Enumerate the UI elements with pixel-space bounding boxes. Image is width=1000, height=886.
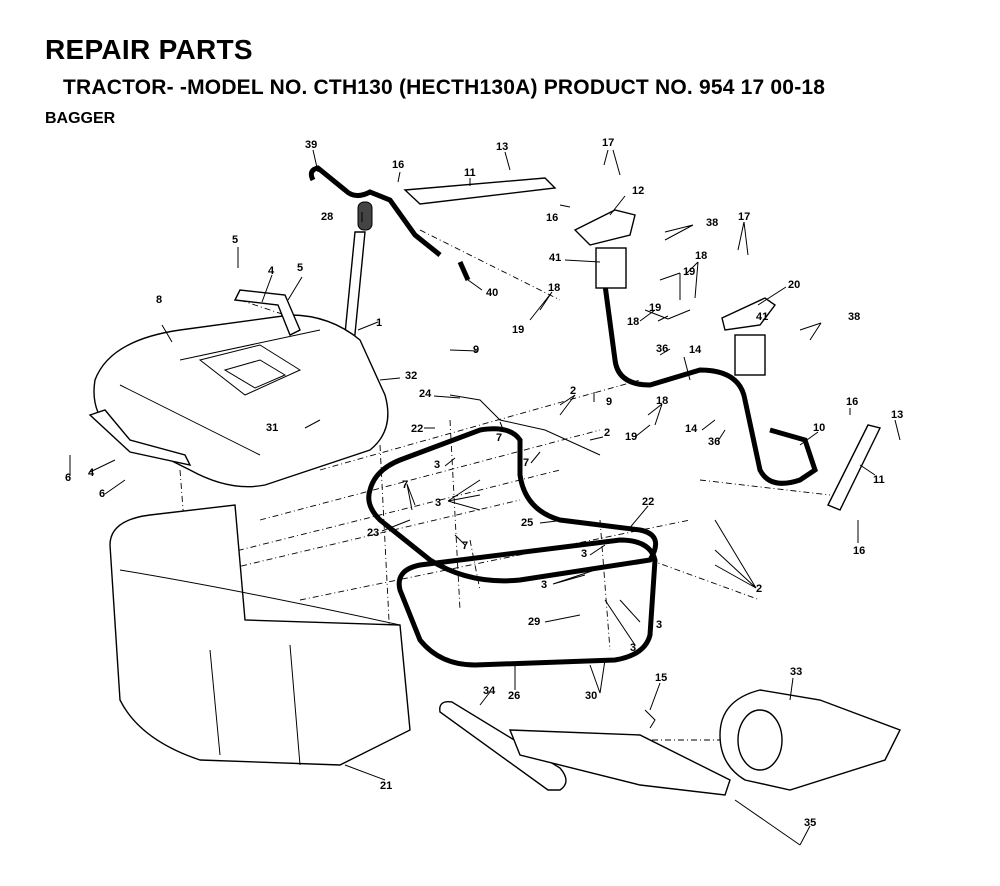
callout-13: 13 (496, 141, 508, 153)
callout-16: 16 (846, 396, 858, 408)
rod-39 (308, 165, 471, 282)
callout-16: 16 (853, 545, 865, 557)
callout-20: 20 (788, 279, 800, 291)
frame-23 (366, 426, 659, 584)
callout-23: 23 (367, 527, 379, 539)
callout-5: 5 (297, 262, 303, 274)
callout-16: 16 (392, 159, 404, 171)
bracket-10 (602, 284, 818, 486)
callout-24: 24 (419, 388, 432, 400)
callout-6: 6 (65, 472, 71, 484)
callout-31: 31 (266, 422, 278, 434)
callout-22: 22 (642, 496, 654, 508)
callout-29: 29 (528, 616, 540, 628)
callout-38: 38 (848, 311, 860, 323)
callout-26: 26 (508, 690, 520, 702)
callout-11: 11 (464, 167, 476, 179)
page-title: REPAIR PARTS (45, 34, 253, 65)
plate-12 (573, 209, 636, 246)
callout-3: 3 (581, 548, 587, 560)
callout-18: 18 (695, 250, 707, 262)
callout-7: 7 (462, 540, 468, 552)
callout-16: 16 (546, 212, 558, 224)
callout-11: 11 (873, 474, 885, 486)
callout-30: 30 (585, 690, 597, 702)
chute-tube (508, 729, 731, 796)
callout-35: 35 (804, 817, 816, 829)
callout-7: 7 (496, 432, 502, 444)
bag-21 (109, 504, 411, 766)
callout-36: 36 (708, 436, 720, 448)
handle-4-side (88, 409, 192, 466)
callout-34: 34 (483, 685, 496, 697)
callout-3: 3 (434, 459, 440, 471)
callout-17: 17 (602, 137, 614, 149)
callout-8: 8 (156, 294, 162, 306)
callout-7: 7 (402, 479, 408, 491)
tube-34 (439, 701, 567, 791)
callout-3: 3 (656, 619, 662, 631)
callout-2: 2 (570, 385, 576, 397)
callout-33: 33 (790, 666, 802, 678)
callout-41: 41 (549, 252, 561, 264)
part-drawings (88, 165, 901, 846)
callout-41: 41 (756, 311, 768, 323)
callout-36: 36 (656, 343, 668, 355)
callout-14: 14 (689, 344, 702, 356)
callout-2: 2 (756, 583, 762, 595)
callout-40: 40 (486, 287, 498, 299)
leader-lines (69, 149, 901, 846)
callout-1: 1 (376, 317, 382, 329)
callout-19: 19 (649, 302, 661, 314)
callout-5: 5 (232, 234, 238, 246)
model-subtitle: TRACTOR- -MODEL NO. CTH130 (HECTH130A) P… (63, 76, 826, 99)
clamp-41-b (734, 334, 766, 376)
callout-7: 7 (523, 457, 529, 469)
callout-18: 18 (627, 316, 639, 328)
callout-39: 39 (305, 139, 317, 151)
bag-cover-8 (93, 314, 389, 488)
callout-6: 6 (99, 488, 105, 500)
handle-4-top (233, 289, 301, 336)
callout-38: 38 (706, 217, 718, 229)
callout-18: 18 (656, 395, 668, 407)
callout-4: 4 (268, 265, 275, 277)
callout-19: 19 (625, 431, 637, 443)
callout-3: 3 (435, 497, 441, 509)
callout-17: 17 (738, 211, 750, 223)
clamp-41-a (595, 247, 627, 289)
plate-20 (721, 297, 776, 331)
callout-15: 15 (655, 672, 667, 684)
callout-25: 25 (521, 517, 533, 529)
grip-28 (357, 201, 373, 231)
callout-3: 3 (541, 579, 547, 591)
callout-13: 13 (891, 409, 903, 421)
callout-labels: 39 16 11 13 17 12 38 41 16 28 5 4 5 40 1… (65, 137, 903, 829)
callout-22: 22 (411, 423, 423, 435)
callout-28: 28 (321, 211, 333, 223)
callout-3: 3 (630, 642, 636, 654)
callout-10: 10 (813, 422, 825, 434)
bracket-11-side (827, 424, 882, 511)
callout-12: 12 (632, 185, 644, 197)
callout-9: 9 (606, 396, 612, 408)
callout-21: 21 (380, 780, 392, 792)
section-title: BAGGER (45, 110, 116, 127)
callout-18: 18 (548, 282, 560, 294)
callout-2: 2 (604, 427, 610, 439)
callout-19: 19 (512, 324, 524, 336)
callout-4: 4 (88, 467, 95, 479)
frame-26 (396, 537, 658, 668)
callout-32: 32 (405, 370, 417, 382)
callout-14: 14 (685, 423, 698, 435)
callout-9: 9 (473, 344, 479, 356)
callout-19: 19 (683, 266, 695, 278)
bracket-11-top (403, 177, 557, 205)
